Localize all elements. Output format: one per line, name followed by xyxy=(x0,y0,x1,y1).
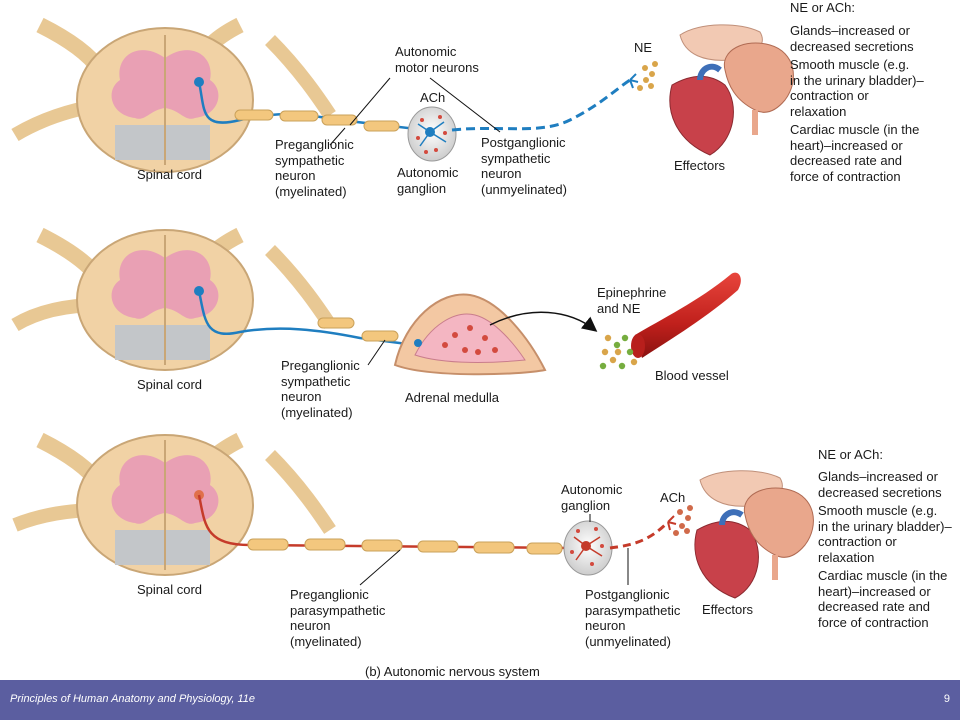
blood-vessel-label: Blood vessel xyxy=(655,368,729,383)
preganglionic-sympathetic-label-2: Preganglionic sympathetic neuron (myelin… xyxy=(281,358,360,420)
ne-release-1 xyxy=(629,61,658,91)
autonomic-diagram-svg xyxy=(11,17,814,599)
effect-cardiac-muscle-3: Cardiac muscle (in the heart)–increased … xyxy=(818,568,948,630)
postganglionic-parasympathetic-label: Postganglionic parasympathetic neuron (u… xyxy=(585,587,681,649)
autonomic-ganglion-label-1: Autonomic ganglion xyxy=(397,165,459,196)
ne-label-1: NE xyxy=(634,40,653,55)
spinal-cord-3 xyxy=(12,432,336,576)
spinal-cord-label-3: Spinal cord xyxy=(137,582,203,597)
slide-footer: Principles of Human Anatomy and Physiolo… xyxy=(0,680,960,720)
hormone-arrow xyxy=(489,311,598,332)
spinal-cord-label-1: Spinal cord xyxy=(137,167,203,182)
effectors-3 xyxy=(694,470,814,599)
effect-header-3: NE or ACh: xyxy=(818,447,884,462)
effect-smooth-muscle-1: Smooth muscle (e.g. in the urinary bladd… xyxy=(790,57,924,119)
autonomic-ganglion-label-3: Autonomic ganglion xyxy=(561,482,623,513)
effectors-label-1: Effectors xyxy=(674,158,726,173)
spinal-cord-1 xyxy=(11,17,336,173)
effectors-1 xyxy=(669,24,794,156)
effect-glands-3: Glands–increased or decreased secretions xyxy=(818,469,942,500)
postganglionic-sympathetic-neuron-1 xyxy=(451,78,631,132)
effects-list-3: Glands–increased or decreased secretions… xyxy=(818,469,960,633)
epinephrine-ne-dots xyxy=(599,334,638,370)
footer-title: Principles of Human Anatomy and Physiolo… xyxy=(10,693,255,705)
blood-vessel xyxy=(631,272,741,358)
effect-header-1: NE or ACh: xyxy=(790,0,856,15)
effect-cardiac-muscle-1: Cardiac muscle (in the heart)–increased … xyxy=(790,122,920,184)
autonomic-ganglion-3 xyxy=(563,520,613,576)
ach-label-1: ACh xyxy=(420,90,446,105)
ach-label-3: ACh xyxy=(660,490,686,505)
adrenal-medulla xyxy=(393,293,547,376)
preganglionic-pointer-1 xyxy=(329,127,346,146)
postganglionic-parasympathetic-neuron xyxy=(609,520,670,550)
page-number: 9 xyxy=(943,693,950,705)
autonomic-motor-neurons-label: Autonomic motor neurons xyxy=(395,44,479,75)
autonomic-ganglion-1 xyxy=(407,106,457,162)
effect-glands-1: Glands–increased or decreased secretions xyxy=(790,23,914,54)
ach-release-3 xyxy=(667,505,693,536)
effect-smooth-muscle-3: Smooth muscle (e.g. in the urinary bladd… xyxy=(818,503,952,565)
effectors-label-3: Effectors xyxy=(702,602,754,617)
motor-neurons-pointer-1 xyxy=(349,77,391,126)
preganglionic-parasympathetic-label: Preganglionic parasympathetic neuron (my… xyxy=(290,587,386,649)
preganglionic-pointer-2 xyxy=(367,339,386,366)
figure-caption: (b) Autonomic nervous system xyxy=(365,664,540,679)
postganglionic-sympathetic-label-1: Postganglionic sympathetic neuron (unmye… xyxy=(481,135,567,197)
diagram-stage: Spinal cord Autonomic motor neurons ACh … xyxy=(11,0,960,679)
spinal-cord-2 xyxy=(11,227,336,371)
preganglionic-parasympathetic-neuron xyxy=(194,490,571,555)
adrenal-medulla-label: Adrenal medulla xyxy=(405,390,499,405)
spinal-cord-label-2: Spinal cord xyxy=(137,377,203,392)
preganglionic-sympathetic-neuron-2 xyxy=(194,286,416,347)
preganglionic-sympathetic-label-1: Preganglionic sympathetic neuron (myelin… xyxy=(275,137,354,199)
preganglionic-sympathetic-neuron-1 xyxy=(194,77,426,132)
preganglionic-pointer-3 xyxy=(359,549,401,586)
motor-neurons-pointer-2 xyxy=(429,77,501,133)
epinephrine-ne-label: Epinephrine and NE xyxy=(597,285,667,316)
effects-list-1: Glands–increased or decreased secretions… xyxy=(790,23,960,187)
